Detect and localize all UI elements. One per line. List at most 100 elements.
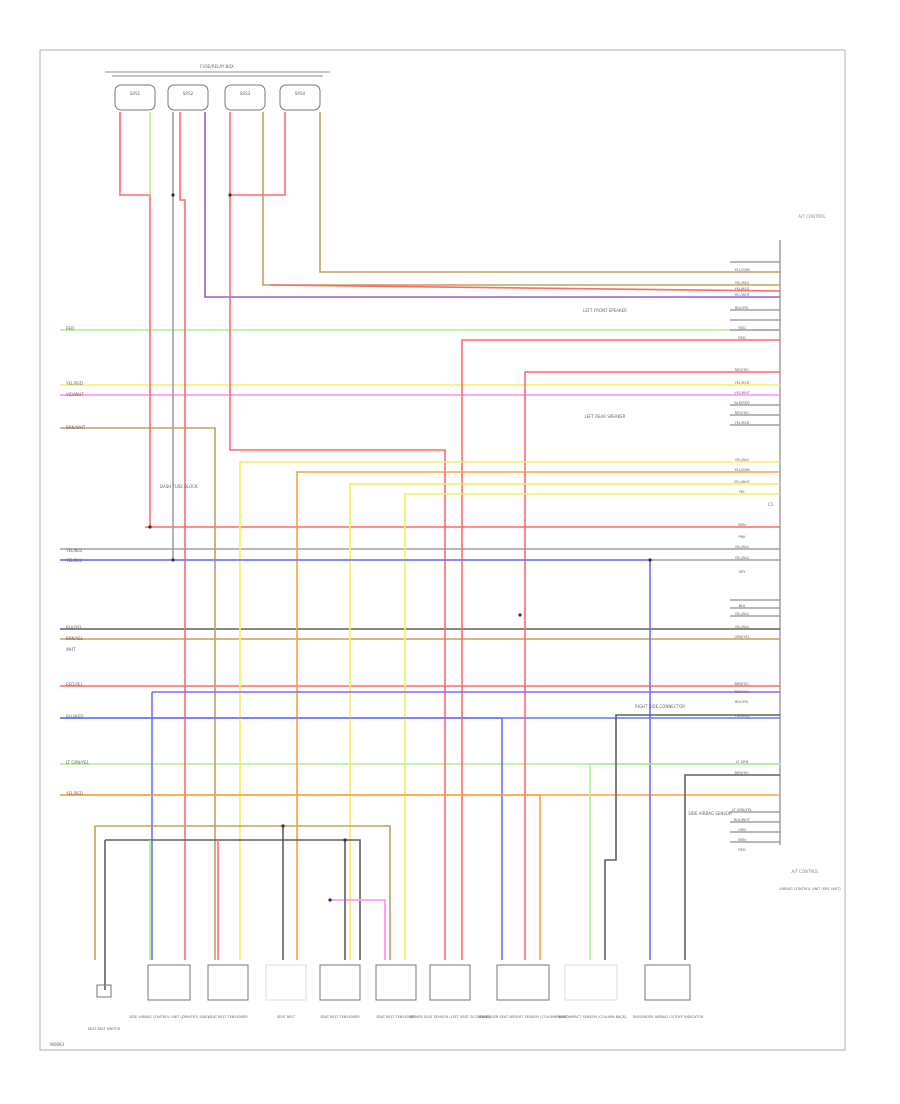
- left-label: YEL/RED: [65, 381, 83, 386]
- right-label: RED: [738, 336, 746, 340]
- left-wire-labels: RED YEL/RED VIO/WHT BRN/WHT YEL/BLU YEL/…: [65, 326, 90, 796]
- right-label: PNK: [738, 535, 746, 539]
- relay-label-1: SRS1: [130, 91, 141, 96]
- relay-label-2: SRS2: [183, 91, 194, 96]
- component-label: PASSENGER AIRBAG CUTOFF INDICATOR: [633, 1015, 704, 1019]
- relay-1: [114, 84, 156, 111]
- bus-wire: [60, 427, 216, 960]
- signal-wire: [239, 461, 780, 960]
- left-label: YEL/BLU: [65, 558, 82, 563]
- right-label: GRN/YEL: [734, 635, 749, 639]
- right-label: YEL/RED: [735, 287, 750, 291]
- signal-wire: [461, 339, 780, 960]
- signal-wire: [95, 825, 391, 960]
- component-label: PASSENGER SEAT WEIGHT SENSOR (COLUMN BAC…: [477, 1015, 569, 1019]
- left-label: RED: [66, 326, 74, 331]
- component-label: SEAT BELT: [277, 1015, 296, 1019]
- fuse-relay-box: FUSE/RELAY BOX SRS1 SRS2 SRS3 SRS4: [105, 64, 330, 111]
- note-right-ctrl: RIGHT SIDE CONNECTOR: [635, 704, 685, 709]
- component-label: SEAT BELT TENSIONER: [208, 1015, 248, 1019]
- signal-wire: [404, 493, 780, 960]
- right-label: RED/YEL: [735, 368, 750, 372]
- relay-3: [224, 84, 266, 111]
- splice-dot: [171, 558, 175, 562]
- left-label: BRN/WHT: [66, 425, 86, 430]
- component-front-impact-body: [564, 964, 618, 1001]
- note-dash: DASH FUSE BLOCK: [160, 484, 198, 489]
- right-label: BLK/WHT: [734, 818, 751, 822]
- signal-wire: [684, 774, 780, 960]
- splice-dot: [148, 525, 152, 529]
- right-label: GRN: [738, 828, 746, 832]
- left-label: BRN/YEL: [66, 636, 84, 641]
- relay-wire: [262, 112, 780, 286]
- right-label: RED: [738, 848, 746, 852]
- signal-wire: [105, 839, 361, 960]
- right-label: VIO/WHT: [734, 391, 750, 395]
- footer-code: W0083: [50, 1042, 65, 1047]
- right-label: YEL/BLU: [735, 458, 750, 462]
- component-indicator-body: [644, 964, 691, 1001]
- component-belt-body: [265, 964, 307, 1001]
- signal-wire: [60, 717, 503, 960]
- left-label: BLK/YEL: [66, 625, 83, 630]
- right-label: YEL/RED: [735, 714, 750, 718]
- right-label: RED: [738, 326, 746, 330]
- left-label: YEL/RED: [65, 791, 83, 796]
- signal-wire: [60, 794, 541, 960]
- component-label: SEAT BELT TENSIONER: [320, 1015, 360, 1019]
- splice-dot: [328, 898, 332, 902]
- relay-2: [167, 84, 209, 111]
- diagram-notes: LEFT FRONT SPEAKER LEFT REAR SPEAKER RIG…: [160, 308, 819, 874]
- right-label: BLK/YEL: [735, 700, 749, 704]
- signal-wire: [296, 471, 780, 960]
- right-label: LT GRN/YEL: [732, 808, 752, 812]
- left-label: YEL/BLU: [65, 548, 82, 553]
- right-label: YEL/RED: [735, 421, 750, 425]
- splice-dots: [148, 193, 652, 902]
- fuse-block-label: FUSE/RELAY BOX: [200, 64, 234, 69]
- relay-wire: [269, 284, 781, 292]
- note-left-front: LEFT FRONT SPEAKER: [583, 308, 627, 313]
- left-label: BLU/RED: [66, 714, 83, 719]
- relay-wire: [179, 112, 186, 960]
- component-label: DRIVER SEAT SENSOR (LEFT SEAT OCCUPANT): [410, 1015, 491, 1019]
- right-label: BRN: [738, 838, 746, 842]
- component-label: SIDE AIRBAG CONTROL UNIT (DRIVER'S SIDE): [129, 1015, 209, 1019]
- component-tensioner-3-body: [375, 964, 417, 1001]
- right-label: BRN/YEL: [735, 771, 750, 775]
- relay-label-4: SRS4: [295, 91, 306, 96]
- signal-wire: [524, 371, 780, 960]
- diagram-frame: [39, 49, 846, 1051]
- right-label: YEL/GRN: [734, 268, 750, 272]
- splice-dot: [518, 613, 522, 617]
- component-side-airbag-body: [147, 964, 191, 1001]
- right-label: BRN: [738, 523, 746, 527]
- relay-wire: [229, 112, 446, 960]
- left-label: VIO/WHT: [66, 392, 84, 397]
- relay-wire: [204, 112, 780, 298]
- right-label: YEL/GRN: [734, 468, 750, 472]
- right-label: BRN/YEL: [735, 682, 750, 686]
- wires: [60, 112, 781, 990]
- right-label: RED/YEL: [735, 411, 750, 415]
- right-label: YEL/RED: [735, 381, 750, 385]
- right-label: YEL/BLU: [735, 625, 750, 629]
- splice-dot: [171, 193, 175, 197]
- signal-wire: [330, 899, 386, 960]
- relay-wire: [119, 112, 151, 527]
- component-label: FRONT IMPACT SENSOR (COLUMN BACK): [555, 1015, 627, 1019]
- left-label: RED/YEL: [66, 682, 84, 687]
- bottom-components: SEAT BELT SWITCH SIDE AIRBAG CONTROL UNI…: [50, 887, 841, 1047]
- left-label: WHT: [66, 647, 76, 652]
- right-wire-labels: YEL/GRNYEL/BLUYEL/REDYEL/WHTBLK/YELREDRE…: [732, 268, 752, 852]
- splice-dot: [343, 838, 347, 842]
- splice-dot: [281, 824, 285, 828]
- right-label: YEL: [739, 490, 745, 494]
- component-tensioner-2-body: [319, 964, 361, 1001]
- right-label: BLK/RED: [734, 401, 749, 405]
- right-connector: A/T CONTROL C1: [768, 214, 826, 845]
- right-label: BLK/YEL: [735, 306, 749, 310]
